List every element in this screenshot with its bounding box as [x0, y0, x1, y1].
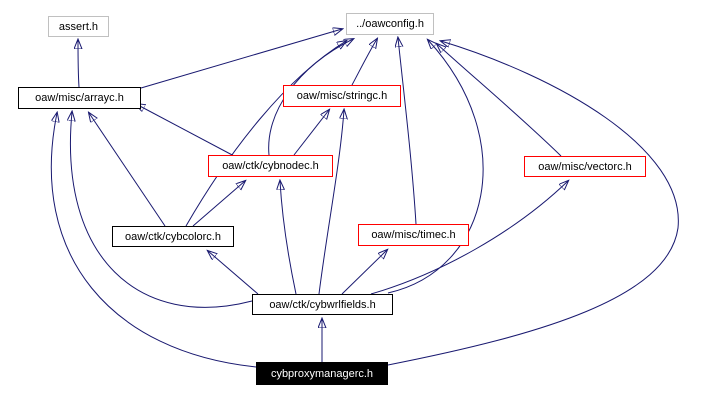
- edge-cybproxymanagerc-to-oawconfig: [387, 41, 679, 366]
- node-oawconfig-h: ../oawconfig.h: [346, 13, 434, 35]
- edge-cybwrlfields-to-vectorc: [370, 181, 568, 295]
- edge-cybwrlfields-to-timec: [341, 250, 387, 295]
- edge-cybwrlfields-to-cybnodec: [280, 181, 297, 295]
- node-cybcolorc-h[interactable]: oaw/ctk/cybcolorc.h: [112, 226, 234, 247]
- edge-cybcolorc-to-arrayc: [89, 113, 166, 227]
- edge-cybcolorc-to-cybnodec: [192, 181, 245, 227]
- node-arrayc-h[interactable]: oaw/misc/arrayc.h: [18, 87, 141, 109]
- edge-cybnodec-to-arrayc: [136, 104, 237, 158]
- edge-cybcolorc-to-oawconfig: [185, 41, 346, 227]
- edge-stringc-to-oawconfig: [351, 39, 377, 86]
- node-cybwrlfields-h[interactable]: oaw/ctk/cybwrlfields.h: [252, 294, 393, 315]
- node-vectorc-h[interactable]: oaw/misc/vectorc.h: [524, 156, 646, 177]
- edge-cybwrlfields-to-stringc: [318, 110, 344, 295]
- edge-cybwrlfields-to-oawconfig: [387, 40, 484, 294]
- edge-cybwrlfields-to-cybcolorc: [208, 251, 259, 295]
- node-stringc-h[interactable]: oaw/misc/stringc.h: [283, 85, 401, 107]
- edge-timec-to-oawconfig: [398, 38, 417, 225]
- node-assert-h: assert.h: [48, 16, 109, 37]
- edge-cybnodec-to-stringc: [293, 110, 329, 156]
- node-timec-h[interactable]: oaw/misc/timec.h: [358, 224, 469, 246]
- edge-cybwrlfields-to-arrayc: [70, 112, 253, 308]
- node-cybnodec-h[interactable]: oaw/ctk/cybnodec.h: [208, 155, 333, 177]
- edge-cybproxymanagerc-to-arrayc: [50, 113, 257, 368]
- edge-vectorc-to-oawconfig: [437, 44, 562, 157]
- edge-arrayc-to-oawconfig: [140, 29, 342, 89]
- node-cybproxymanagerc-h: cybproxymanagerc.h: [256, 362, 388, 385]
- edge-arrayc-to-assert: [78, 40, 79, 88]
